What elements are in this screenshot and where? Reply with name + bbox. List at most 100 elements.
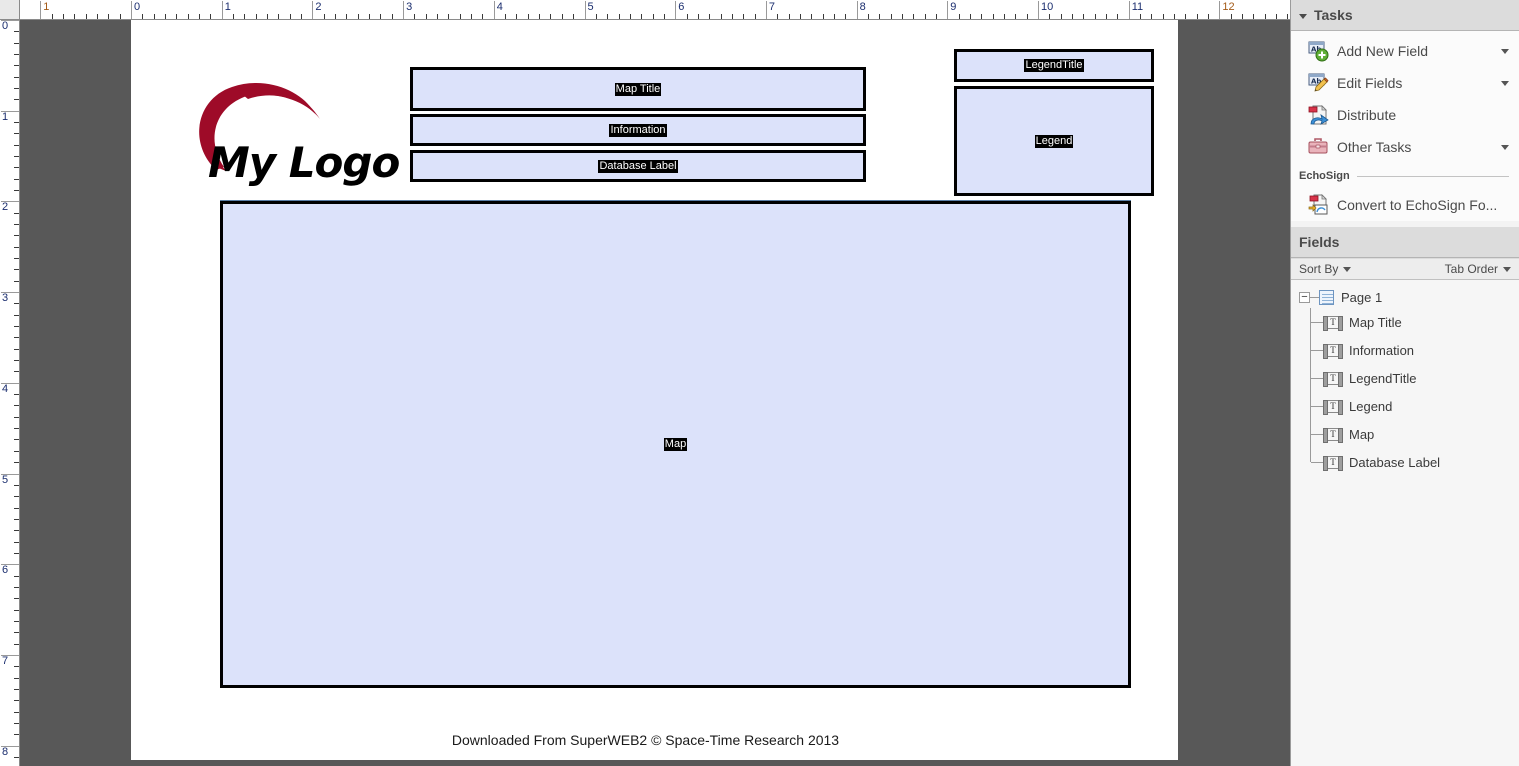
- ruler-tick-minor: [14, 677, 19, 679]
- ruler-tick-minor: [14, 700, 19, 702]
- ruler-tick-minor: [14, 496, 19, 498]
- chevron-down-icon[interactable]: [1501, 80, 1509, 86]
- page-icon: [1319, 289, 1334, 305]
- ruler-tick-major: [40, 1, 42, 19]
- form-field-legend-title[interactable]: LegendTitle: [954, 49, 1154, 82]
- ruler-tick-minor: [777, 14, 779, 19]
- ruler-tick-major: [1, 473, 19, 475]
- form-field-map-title[interactable]: Map Title: [410, 67, 866, 111]
- ruler-tick-minor: [799, 14, 801, 19]
- ruler-tick-minor: [14, 416, 19, 418]
- form-field-legend[interactable]: Legend: [954, 86, 1154, 196]
- tasks-panel-header[interactable]: Tasks: [1291, 0, 1519, 31]
- ruler-tick-minor: [561, 14, 563, 19]
- text-field-icon: T: [1323, 371, 1343, 387]
- ruler-tick-minor: [14, 530, 19, 532]
- distribute-icon: [1307, 104, 1329, 126]
- chevron-down-icon[interactable]: [1501, 48, 1509, 54]
- sort-by-dropdown[interactable]: Sort By: [1299, 262, 1352, 276]
- ruler-label: 2: [315, 1, 322, 13]
- task-item-convert-to-echosign[interactable]: Convert to EchoSign Fo...: [1291, 189, 1519, 221]
- tree-root-page-1[interactable]: − Page 1: [1291, 286, 1519, 308]
- ruler-label: 8: [2, 745, 9, 758]
- ruler-tick-minor: [539, 14, 541, 19]
- task-item-edit-fields[interactable]: Ab Edit Fields: [1291, 67, 1519, 99]
- ruler-tick-minor: [323, 14, 325, 19]
- form-field-information[interactable]: Information: [410, 114, 866, 146]
- ruler-tick-major: [1038, 1, 1039, 19]
- tree-connector: [1311, 461, 1324, 463]
- task-item-label: Edit Fields: [1337, 75, 1403, 91]
- ruler-tick-minor: [14, 541, 19, 543]
- ruler-tick-minor: [14, 518, 19, 520]
- chevron-down-icon[interactable]: [1501, 144, 1509, 150]
- ruler-tick-minor: [969, 14, 971, 19]
- ruler-tick-minor: [1060, 14, 1062, 19]
- tab-order-dropdown[interactable]: Tab Order: [1445, 262, 1511, 276]
- ruler-tick-minor: [14, 586, 19, 588]
- ruler-tick-minor: [14, 360, 19, 362]
- expander-toggle[interactable]: −: [1299, 291, 1310, 303]
- ruler-tick-minor: [14, 666, 19, 668]
- ruler-tick-major: [1, 20, 19, 21]
- ruler-tick-minor: [14, 484, 19, 486]
- ruler-tick-minor: [1253, 14, 1255, 19]
- ruler-tick-minor: [14, 348, 19, 350]
- ruler-tick-minor: [924, 14, 926, 19]
- ruler-label: 1: [2, 110, 9, 123]
- ruler-tick-minor: [14, 76, 19, 78]
- document-page[interactable]: My Logo Map Title Information Database L…: [131, 20, 1178, 760]
- ruler-tick-minor: [833, 14, 835, 19]
- ruler-tick-minor: [14, 439, 19, 441]
- form-field-map[interactable]: Map: [220, 201, 1131, 688]
- ruler-tick-minor: [845, 14, 847, 19]
- tree-connector: [1310, 296, 1319, 298]
- ruler-tick-minor: [267, 14, 269, 19]
- ruler-tick-minor: [788, 14, 790, 19]
- ruler-tick-minor: [391, 14, 393, 19]
- document-canvas[interactable]: My Logo Map Title Information Database L…: [20, 20, 1290, 766]
- fields-panel-title: Fields: [1299, 234, 1340, 250]
- ruler-tick-major: [1, 382, 19, 384]
- task-item-add-new-field[interactable]: Ab Add New Field: [1291, 35, 1519, 67]
- sort-by-label: Sort By: [1299, 262, 1339, 276]
- ruler-tick-minor: [14, 598, 19, 600]
- field-caption: Legend: [1034, 134, 1074, 148]
- ruler-tick-minor: [187, 14, 189, 19]
- form-field-database-label[interactable]: Database Label: [410, 150, 866, 182]
- group-divider: [1356, 175, 1509, 177]
- page-footer-text: Downloaded From SuperWEB2 © Space-Time R…: [451, 732, 840, 748]
- fields-panel-header[interactable]: Fields: [1291, 227, 1519, 258]
- tree-item-label: Database Label: [1349, 454, 1441, 470]
- task-item-distribute[interactable]: Distribute: [1291, 99, 1519, 131]
- ruler-tick-minor: [62, 14, 64, 19]
- tree-item-database-label[interactable]: T Database Label: [1305, 448, 1519, 476]
- ruler-label: 4: [2, 382, 9, 395]
- ruler-tick-minor: [289, 14, 291, 19]
- ruler-label: 7: [2, 654, 9, 667]
- ruler-tick-minor: [879, 14, 881, 19]
- ruler-tick-minor: [720, 14, 722, 19]
- ruler-tick-minor: [335, 14, 337, 19]
- ruler-tick-minor: [471, 14, 473, 19]
- tree-item-legendtitle[interactable]: T LegendTitle: [1305, 364, 1519, 392]
- ruler-tick-major: [1128, 1, 1130, 19]
- ruler-tick-minor: [14, 246, 19, 248]
- ruler-label: 0: [2, 20, 9, 32]
- task-item-label: Convert to EchoSign Fo...: [1337, 197, 1498, 213]
- text-field-icon: T: [1323, 455, 1343, 471]
- ruler-tick-minor: [233, 14, 235, 19]
- ruler-tick-minor: [14, 178, 19, 180]
- ruler-tick-major: [584, 1, 586, 19]
- tree-item-label: Map: [1349, 426, 1375, 442]
- tree-item-label: LegendTitle: [1349, 370, 1417, 386]
- tree-item-label: Information: [1349, 342, 1415, 358]
- task-item-other-tasks[interactable]: Other Tasks: [1291, 131, 1519, 163]
- ruler-tick-minor: [1196, 14, 1198, 19]
